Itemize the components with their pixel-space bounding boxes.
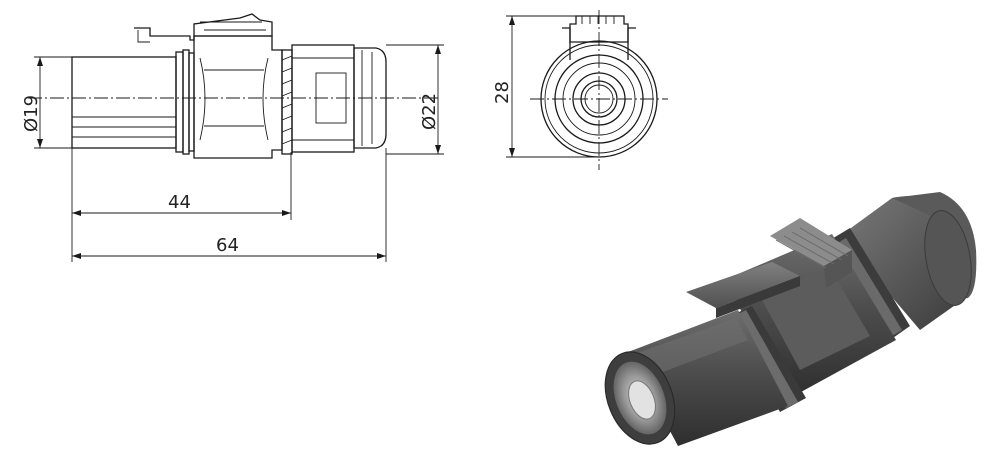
latch-lever bbox=[134, 13, 273, 41]
rear-nut bbox=[291, 44, 355, 153]
front-barrel bbox=[71, 56, 177, 149]
front-view: 28 bbox=[492, 10, 668, 170]
dim-length-64: 64 bbox=[216, 235, 239, 256]
dim-left-diameter: Ø19 bbox=[21, 95, 42, 132]
dim-right-diameter: Ø22 bbox=[419, 93, 440, 130]
knurled-ring bbox=[281, 49, 293, 155]
dim-height-28: 28 bbox=[492, 81, 513, 104]
rear-cap bbox=[353, 47, 387, 149]
contact-bore bbox=[580, 80, 618, 118]
dim-length-44: 44 bbox=[168, 192, 191, 213]
latch-housing bbox=[193, 35, 283, 159]
side-view: Ø19 Ø22 44 64 bbox=[21, 13, 444, 262]
connector-3d-render-icon bbox=[604, 192, 977, 446]
